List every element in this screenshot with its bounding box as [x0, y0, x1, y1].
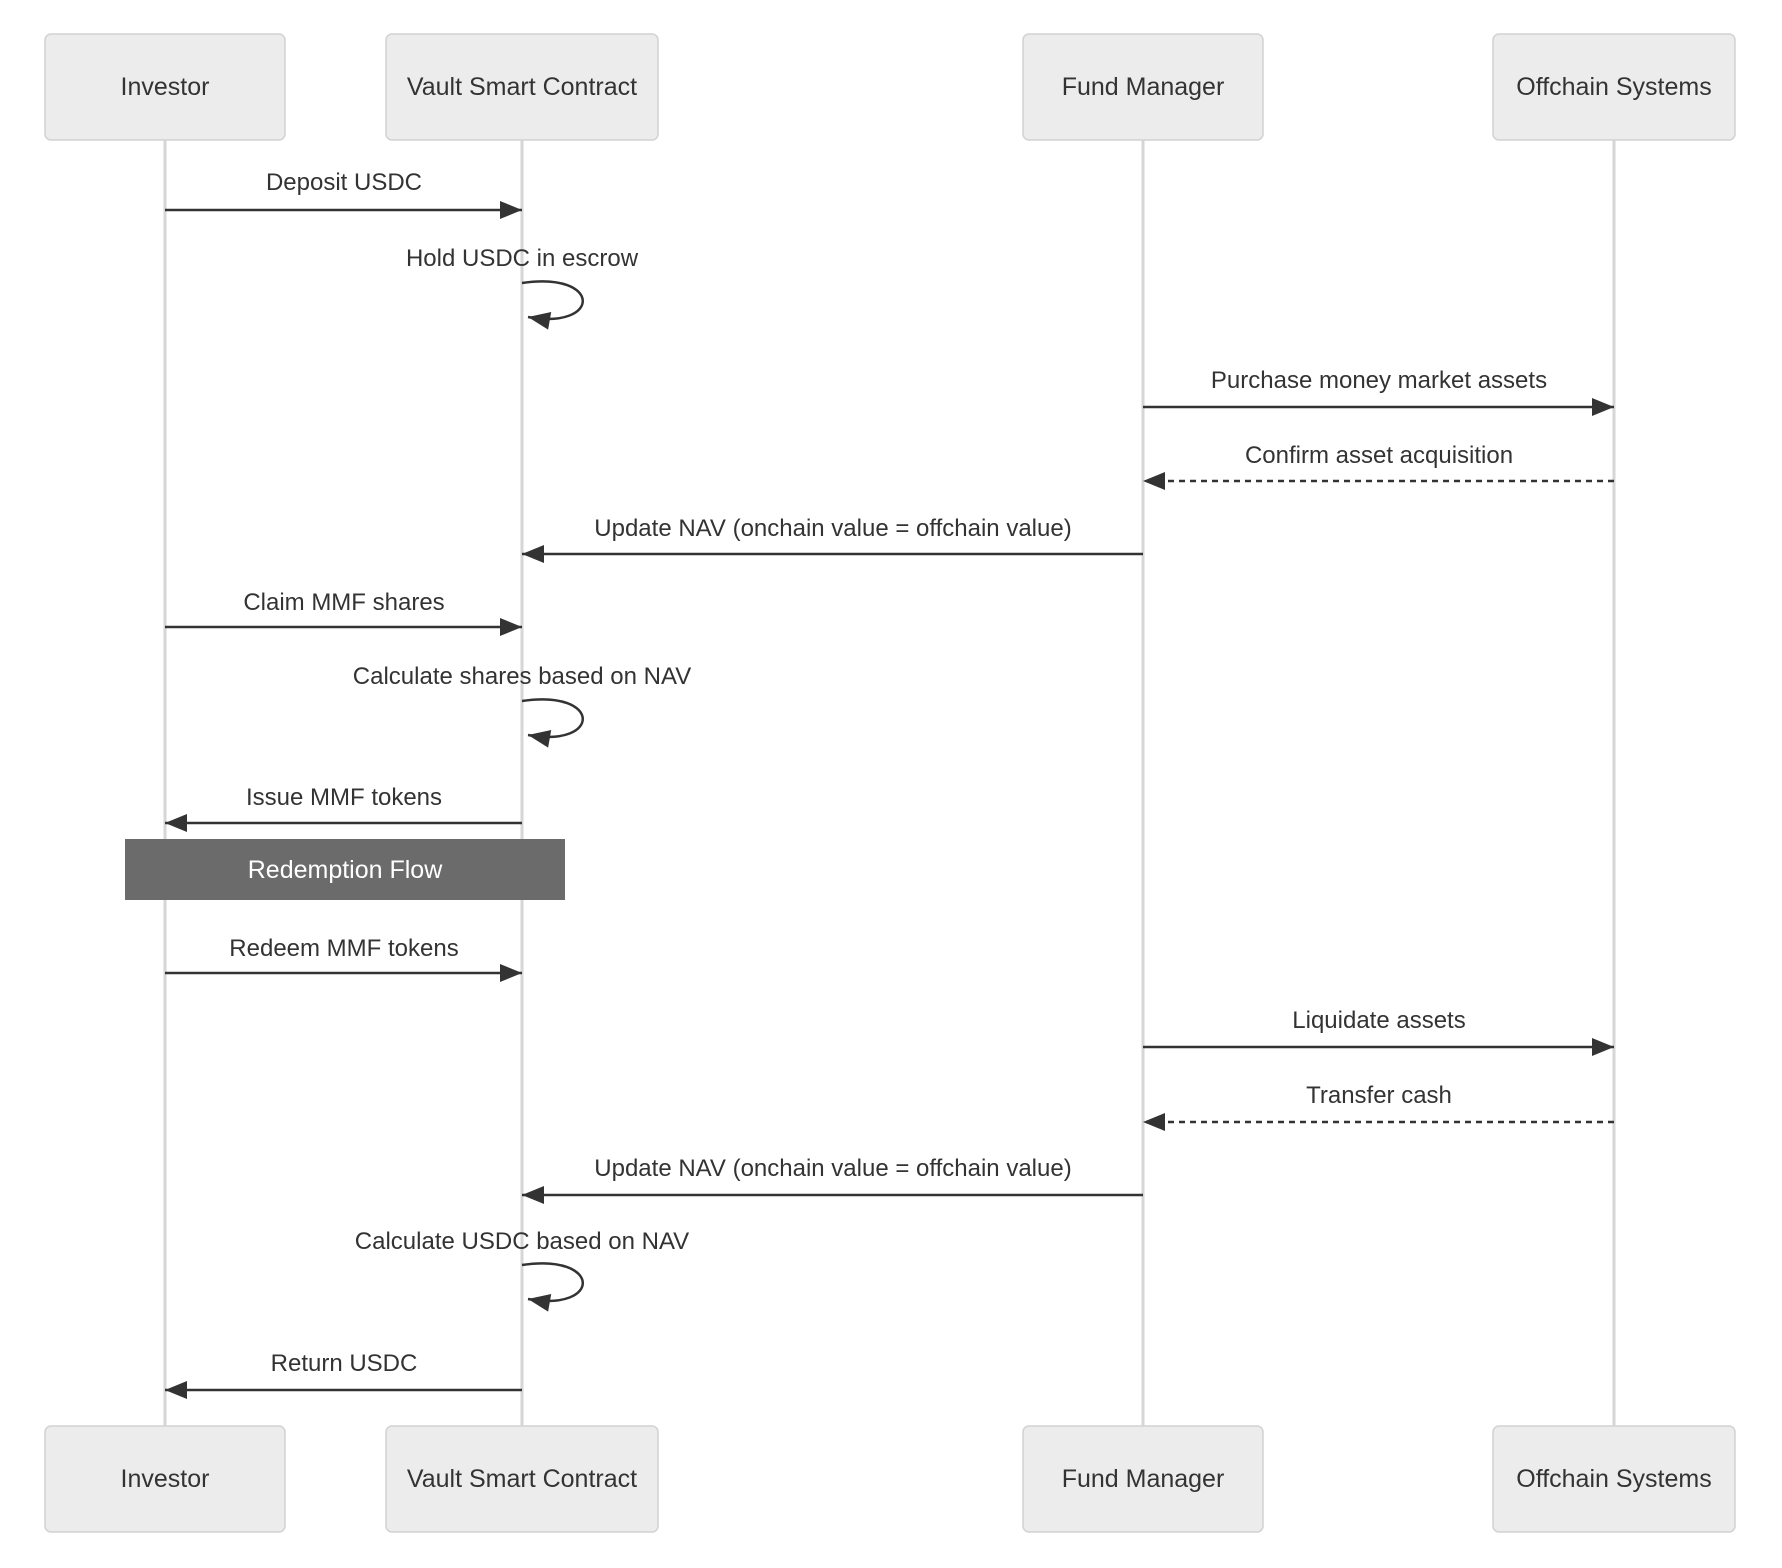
- self-message-calculate-usdc: Calculate USDC based on NAV: [355, 1228, 689, 1312]
- actor-box: [1022, 33, 1264, 141]
- message-label: Issue MMF tokens: [246, 784, 442, 811]
- actor-bottom-fund-manager: Fund Manager: [1022, 1425, 1264, 1533]
- message-update-nav-2: Update NAV (onchain value = offchain val…: [522, 1155, 1143, 1204]
- actor-top-vault-label: Vault Smart Contract: [407, 73, 637, 101]
- actor-top-fund-manager: Fund Manager: [1022, 33, 1264, 141]
- message-label: Update NAV (onchain value = offchain val…: [594, 515, 1071, 542]
- message-label: Deposit USDC: [266, 169, 422, 196]
- actor-top-fund-manager-label: Fund Manager: [1062, 73, 1225, 101]
- message-label: Update NAV (onchain value = offchain val…: [594, 1155, 1071, 1182]
- actor-bottom-investor: Investor: [44, 1425, 286, 1533]
- divider-box: [125, 839, 565, 900]
- message-label: Return USDC: [271, 1350, 418, 1377]
- message-label: Purchase money market assets: [1211, 367, 1547, 394]
- message-label: Redeem MMF tokens: [229, 935, 458, 962]
- actor-box: [1022, 1425, 1264, 1533]
- message-label: Transfer cash: [1306, 1082, 1452, 1109]
- self-message-calculate-shares: Calculate shares based on NAV: [353, 663, 691, 748]
- actor-bottom-offchain-label: Offchain Systems: [1516, 1465, 1711, 1493]
- actor-box: [385, 1425, 659, 1533]
- message-liquidate-assets: Liquidate assets: [1143, 1007, 1614, 1056]
- message-confirm-asset-acquisition: Confirm asset acquisition: [1143, 442, 1614, 490]
- actor-bottom-fund-manager-label: Fund Manager: [1062, 1465, 1225, 1493]
- divider-label: Redemption Flow: [248, 856, 443, 884]
- actor-top-offchain-label: Offchain Systems: [1516, 73, 1711, 101]
- divider-redemption-flow: Redemption Flow: [125, 839, 565, 900]
- actor-bottom-investor-label: Investor: [121, 1465, 210, 1493]
- self-loop-arrow: [521, 1262, 584, 1312]
- self-loop-arrow: [521, 698, 584, 748]
- actor-bottom-vault: Vault Smart Contract: [385, 1425, 659, 1533]
- message-deposit-usdc: Deposit USDC: [165, 169, 522, 219]
- message-label: Claim MMF shares: [243, 589, 444, 616]
- message-label: Confirm asset acquisition: [1245, 442, 1513, 469]
- message-redeem-mmf-tokens: Redeem MMF tokens: [165, 935, 522, 982]
- message-label: Calculate USDC based on NAV: [355, 1228, 689, 1255]
- actor-top-vault: Vault Smart Contract: [385, 33, 659, 141]
- self-message-hold-usdc-in-escrow: Hold USDC in escrow: [406, 245, 639, 330]
- message-transfer-cash: Transfer cash: [1143, 1082, 1614, 1131]
- actor-bottom-vault-label: Vault Smart Contract: [407, 1465, 637, 1493]
- message-claim-mmf-shares: Claim MMF shares: [165, 589, 522, 636]
- actor-top-investor-label: Investor: [121, 73, 210, 101]
- actor-box: [44, 33, 286, 141]
- message-issue-mmf-tokens: Issue MMF tokens: [165, 784, 522, 832]
- message-purchase-money-market-assets: Purchase money market assets: [1143, 367, 1614, 416]
- actor-box: [385, 33, 659, 141]
- actor-box: [44, 1425, 286, 1533]
- actor-box: [1492, 33, 1736, 141]
- message-label: Calculate shares based on NAV: [353, 663, 691, 690]
- message-return-usdc: Return USDC: [165, 1350, 522, 1399]
- actor-top-offchain: Offchain Systems: [1492, 33, 1736, 141]
- self-loop-arrow: [521, 280, 584, 330]
- message-update-nav-1: Update NAV (onchain value = offchain val…: [522, 515, 1143, 563]
- message-label: Liquidate assets: [1292, 1007, 1465, 1034]
- message-label: Hold USDC in escrow: [406, 245, 639, 272]
- actor-top-investor: Investor: [44, 33, 286, 141]
- actor-box: [1492, 1425, 1736, 1533]
- actor-bottom-offchain: Offchain Systems: [1492, 1425, 1736, 1533]
